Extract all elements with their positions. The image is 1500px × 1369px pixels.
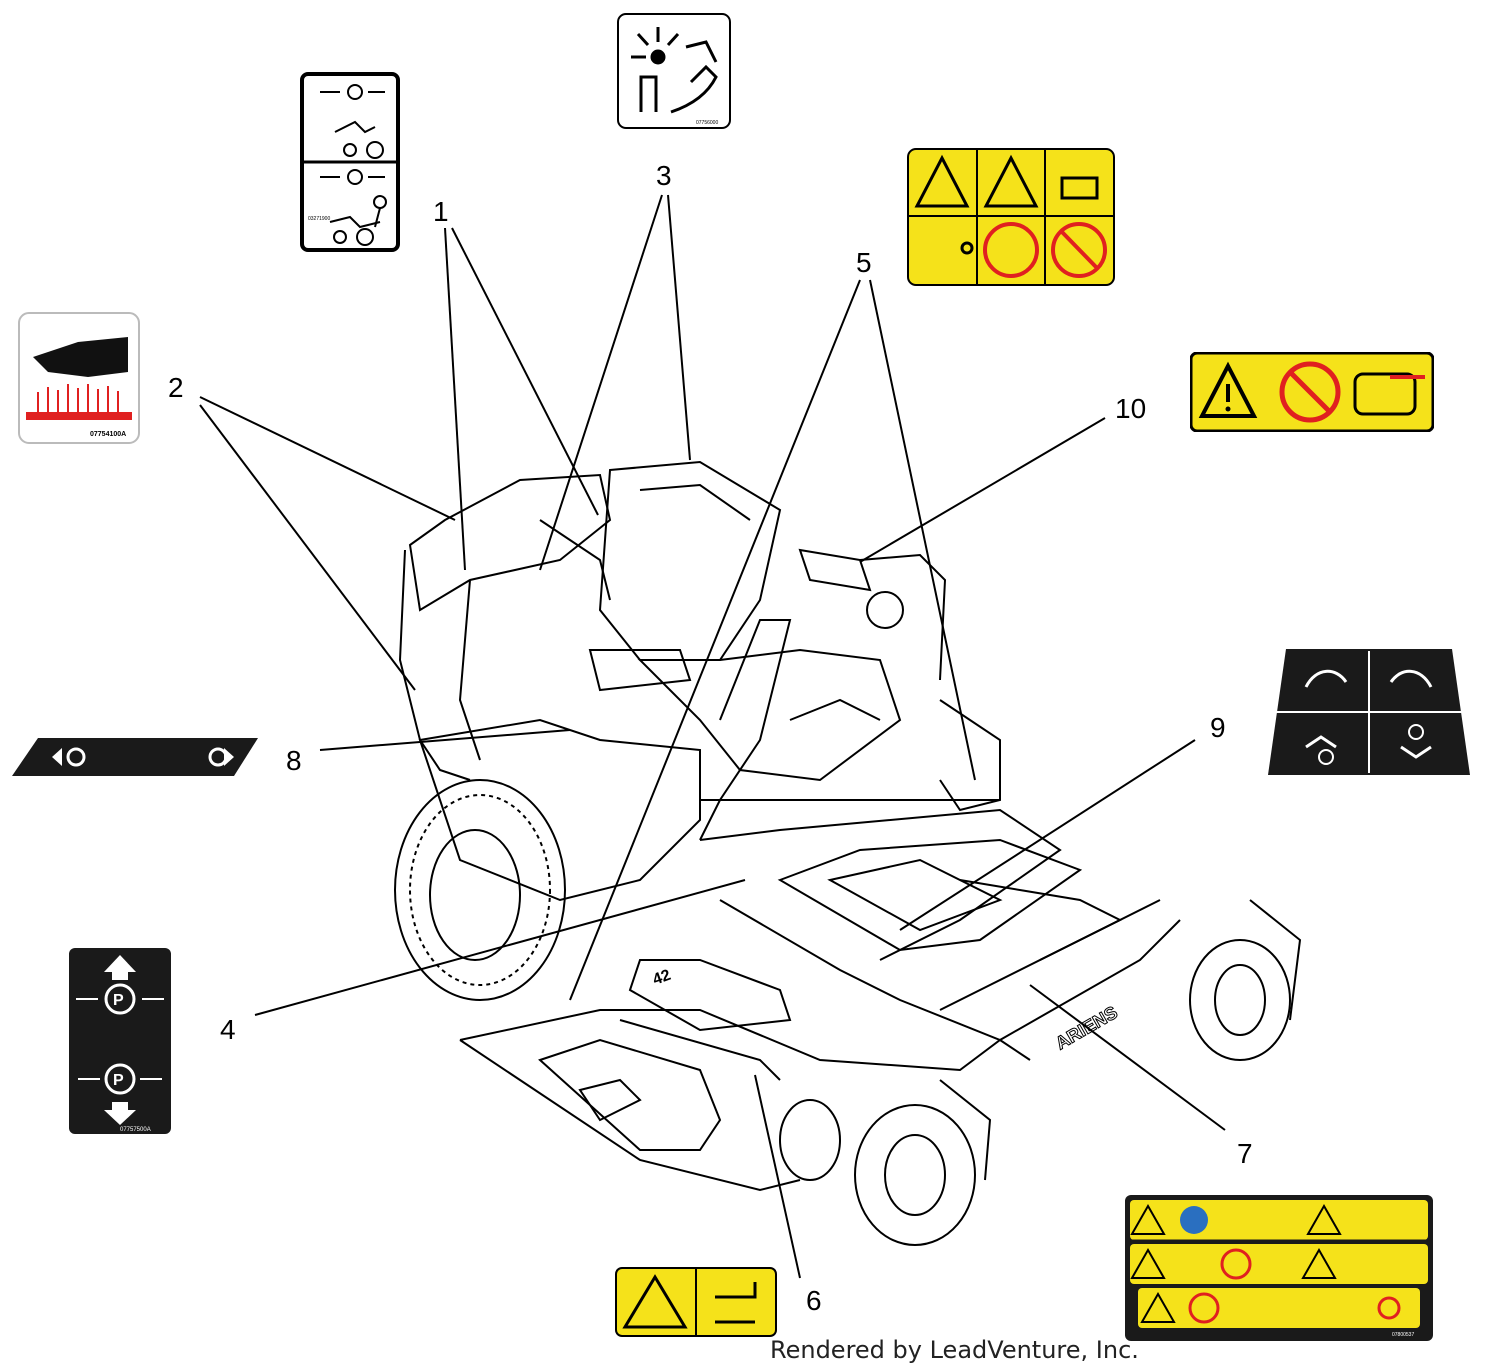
hot-surface-decal: 07754100A xyxy=(18,312,140,444)
fuel-warning-decal xyxy=(1190,352,1434,432)
callout-4: 4 xyxy=(220,1014,236,1045)
seat-switch-code: 03271900 xyxy=(308,216,330,222)
operator-warning-decal: 07800537 xyxy=(1125,1195,1433,1341)
callout-2: 2 xyxy=(168,372,184,403)
deck-warning-decal xyxy=(615,1267,777,1337)
callout-5: 5 xyxy=(856,247,872,278)
lever-strip-decal xyxy=(12,738,258,776)
callout-8: 8 xyxy=(286,745,302,776)
callout-3: 3 xyxy=(656,160,672,191)
operator-warning-code: 07800537 xyxy=(1392,1332,1414,1338)
spinning-parts-decal: 07756000 xyxy=(617,13,731,129)
callout-6: 6 xyxy=(806,1285,822,1316)
parking-brake-decal: P P 07757500A xyxy=(69,948,171,1134)
control-directions-decal xyxy=(1268,649,1470,775)
parking-brake-code: 07757500A xyxy=(120,1127,151,1133)
callout-10: 10 xyxy=(1115,393,1147,424)
deck-badge: 42 xyxy=(651,967,674,989)
safety-warning-decal xyxy=(907,148,1115,286)
footer-credit: Rendered by LeadVenture, Inc. xyxy=(770,1336,1139,1364)
svg-text:P: P xyxy=(113,1072,124,1089)
callout-9: 9 xyxy=(1210,712,1226,743)
hot-surface-code: 07754100A xyxy=(90,431,126,438)
callout-7: 7 xyxy=(1237,1138,1253,1169)
seat-switch-decal: 03271900 xyxy=(300,72,400,252)
callout-1: 1 xyxy=(433,196,449,227)
svg-text:P: P xyxy=(113,992,124,1009)
spinning-parts-code: 07756000 xyxy=(696,120,718,126)
